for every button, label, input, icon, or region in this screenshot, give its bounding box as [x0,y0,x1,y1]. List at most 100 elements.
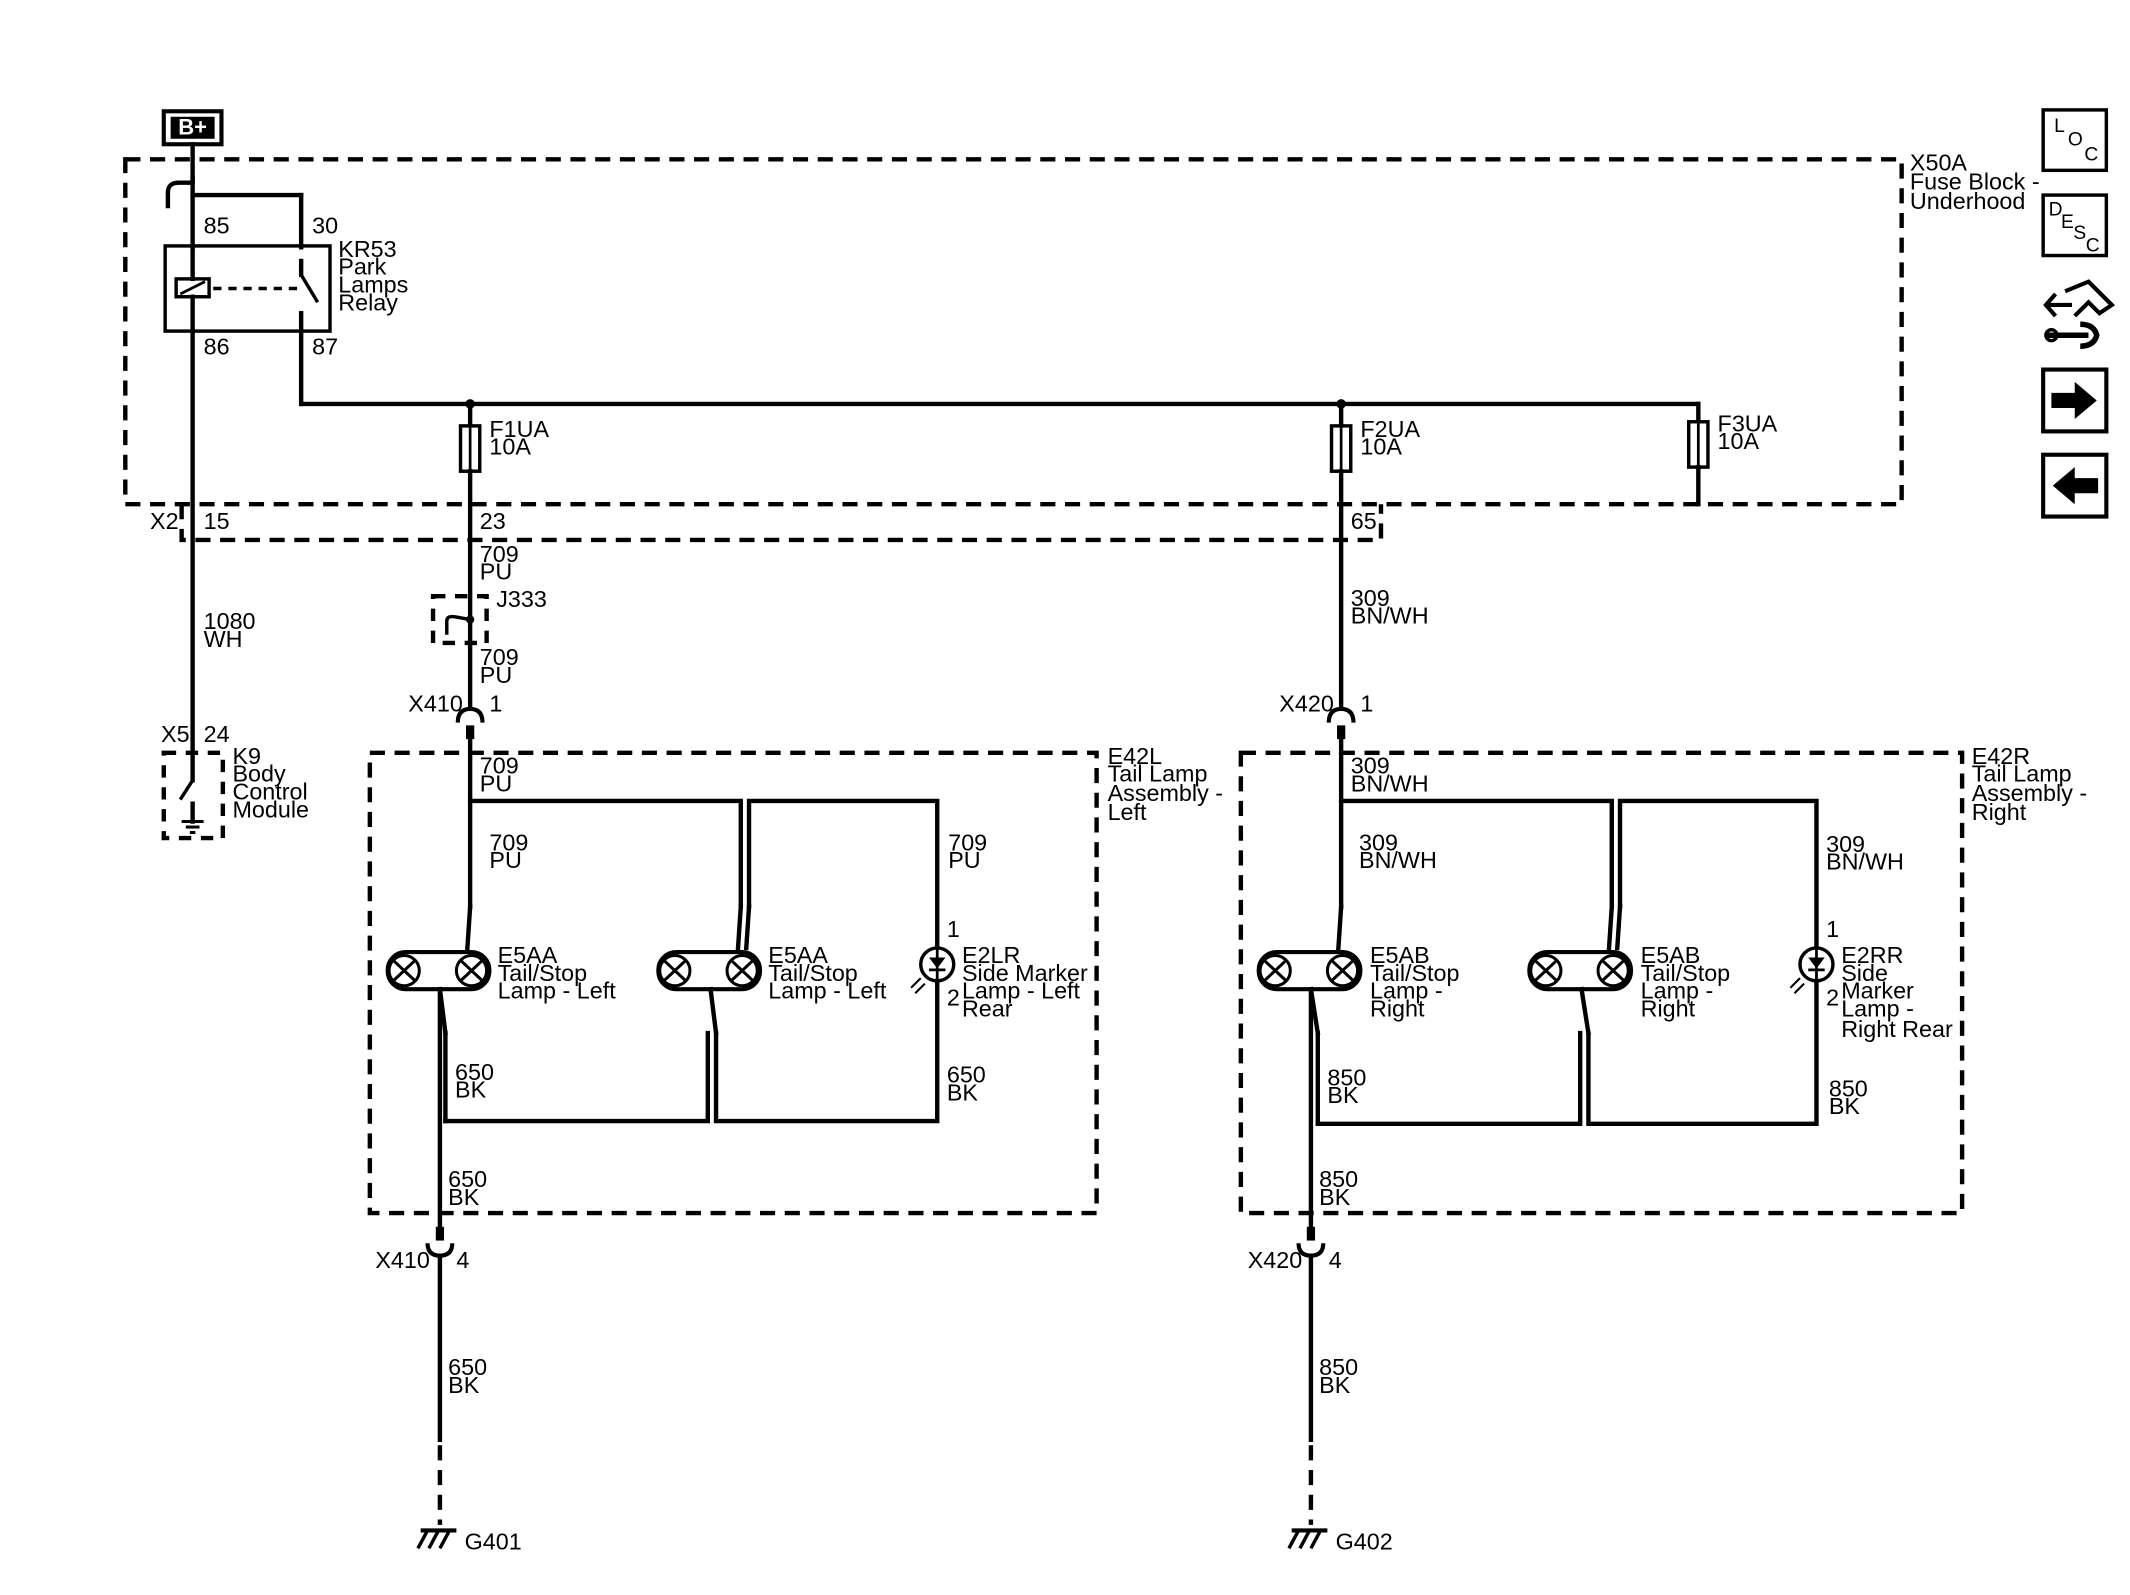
lamp-right-1-line3: Right [1370,996,1425,1022]
wire-850-number-d: 850 [1319,1354,1358,1380]
lamp-left-1-line2: Lamp - Left [498,978,617,1004]
wire-850-color-d: BK [1319,1372,1351,1398]
connector-x410-top: X410 1 [408,691,502,740]
lamp-left-1-id: E5AA [498,942,558,968]
connector-x410-top-id: X410 [408,691,463,717]
right-assembly-name-line1: Tail Lamp [1972,761,2072,787]
wire-709-color-d: PU [489,847,521,873]
marker-right-pin2: 2 [1826,985,1839,1011]
bcm-connector: X5 [161,721,190,747]
bcm-name-line3: Module [232,796,309,822]
wire-650-color-c: BK [448,1184,480,1210]
internal-connector-symbol [165,180,195,209]
side-marker-lamp-left-rear: 1 2 E2LR Side Marker Lamp - Left Rear [910,916,1088,1022]
lamp-left-2-line2: Lamp - Left [768,978,887,1004]
wire-850-color-a: BK [1327,1082,1359,1108]
wire-650-color-b: BK [947,1079,979,1105]
wire-309-number-d: 309 [1826,831,1865,857]
bcm-switch-icon [178,779,195,801]
tail-stop-lamp-right-2: E5AB Tail/Stop Lamp - Right [1527,942,1731,1022]
ground-g402: G402 [1287,1528,1393,1555]
ground-g401: G401 [416,1528,522,1555]
wire-309-color-d: BN/WH [1826,849,1904,875]
ground-g402-label: G402 [1336,1529,1393,1555]
wire-850-number-c: 850 [1319,1166,1358,1192]
tail-stop-lamp-left-1: E5AA Tail/Stop Lamp - Left [385,942,617,1004]
desc-letter-s: S [2073,223,2086,244]
fuse-block-name-line2: Underhood [1910,188,2026,214]
x2-pin-15: 15 [204,508,230,534]
wire-850-number-b: 850 [1829,1075,1868,1101]
fuse-f1ua-id: F1UA [489,416,549,442]
fuse-block-underhood: X50A Fuse Block - Underhood [123,149,2040,507]
connector-x410-bottom-pin: 4 [456,1247,469,1273]
lamp-right-2-line2: Lamp - [1641,978,1714,1004]
wire-309-color-b: BN/WH [1351,770,1429,796]
wire-309-number-c: 309 [1359,829,1398,855]
lamp-right-1-line1: Tail/Stop [1370,960,1460,986]
desc-letter-d: D [2049,200,2063,221]
tail-stop-lamp-left-2: E5AA Tail/Stop Lamp - Left [656,942,887,1004]
wire-650-color-d: BK [448,1372,480,1398]
fuse-f1ua: F1UA 10A [458,401,549,473]
x2-connector-label: X2 [150,508,179,534]
connector-repair-button[interactable] [2043,279,2116,349]
lamp-left-2-line1: Tail/Stop [768,960,858,986]
next-page-button[interactable] [2041,367,2109,434]
wire-309-color-c: BN/WH [1359,847,1437,873]
wire-709-color-b: PU [480,662,512,688]
marker-left-line2: Lamp - Left [962,978,1081,1004]
wire-309-number-a: 309 [1351,585,1390,611]
bcm-name-line1: Body [232,761,286,787]
ground-g401-label: G401 [465,1529,522,1555]
bcm-id: K9 [232,743,261,769]
body-control-module: X5 24 K9 Body Control Module [161,721,309,841]
marker-right-id: E2RR [1841,942,1903,968]
connector-x410-bottom: X410 4 [375,1226,469,1273]
wire-850-color-b: BK [1829,1093,1861,1119]
wire-709-number-c: 709 [480,752,519,778]
x2-pin-65: 65 [1351,508,1377,534]
battery-positive-source: B+ [161,109,224,147]
wire-709-number-e: 709 [948,829,987,855]
lamp-right-2-line3: Right [1641,996,1696,1022]
connector-x420-top-pin: 1 [1360,691,1373,717]
wire-1080-color: WH [204,626,243,652]
relay-pin-86: 86 [204,333,230,359]
bcm-pin: 24 [204,721,230,747]
connector-x420-bottom-id: X420 [1248,1247,1303,1273]
location-icon [2041,108,2109,173]
relay-id: KR53 [338,236,396,262]
fuse-f2ua: F2UA 10A [1329,401,1420,473]
wire-650-number-a: 650 [455,1059,494,1085]
marker-right-line1: Side [1841,960,1888,986]
next-page-arrow-icon [2051,381,2097,420]
lamp-right-1-line2: Lamp - [1370,978,1443,1004]
wire-709-number-a: 709 [480,541,519,567]
connector-x420-top-id: X420 [1279,691,1334,717]
wire-709-number-b: 709 [480,644,519,670]
x2-pin-23: 23 [480,508,506,534]
marker-left-pin1: 1 [947,916,960,942]
left-assembly-name-line2: Assembly - [1108,780,1223,806]
location-button[interactable]: L O C [2041,108,2109,173]
x2-connector: X2 15 23 65 [150,504,1384,543]
wire-309-number-b: 309 [1351,752,1390,778]
connector-repair-icon [2043,279,2116,349]
loc-letter-c: C [2084,145,2098,166]
previous-page-button[interactable] [2041,452,2109,519]
wire-709-color-e: PU [948,847,980,873]
wire-709-color-a: PU [480,559,512,585]
marker-left-pin2: 2 [947,985,960,1011]
lamp-right-2-line1: Tail/Stop [1641,960,1731,986]
relay-name-line2: Lamps [338,272,408,298]
splice-j333-id: J333 [496,586,547,612]
description-icon [2041,193,2109,258]
marker-right-line3: Lamp - [1841,996,1914,1022]
loc-letter-o: O [2068,130,2083,151]
wire-709-number-d: 709 [489,829,528,855]
wire-850-color-c: BK [1319,1184,1351,1210]
right-assembly-id: E42R [1972,743,2030,769]
description-button[interactable]: D E S C [2041,193,2109,258]
marker-right-line2: Marker [1841,978,1914,1004]
